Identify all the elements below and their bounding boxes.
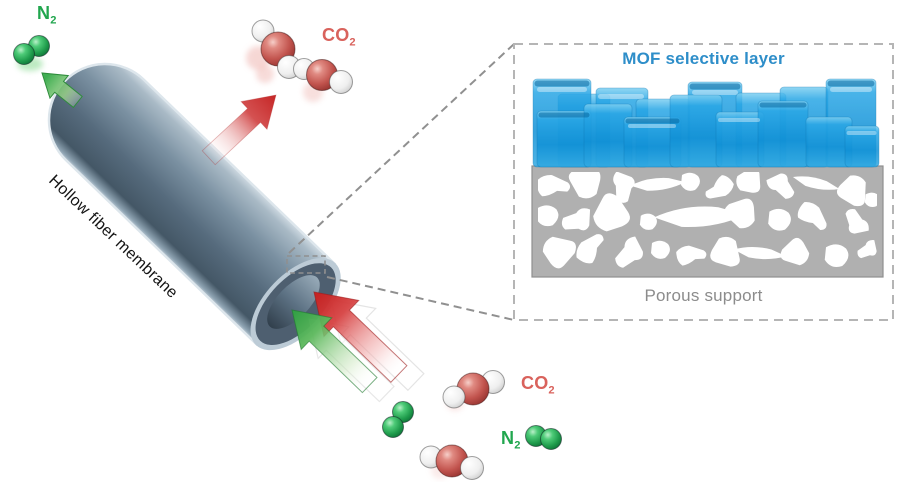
mof-layer-label: MOF selective layer — [622, 49, 785, 68]
n2-feed-arrow — [291, 309, 378, 394]
n2-top-sub: 2 — [50, 14, 57, 27]
co2-molecules-top — [251, 19, 353, 94]
n2-molecules-bottom — [382, 401, 562, 450]
mof-selective-layer — [532, 78, 880, 168]
co2-permeate-arrow — [201, 94, 277, 166]
n2-label-top: N2 — [37, 3, 57, 27]
hollow-fiber-membrane — [47, 62, 341, 351]
co2-molecules-bottom — [419, 370, 505, 480]
n2-top-base: N — [37, 3, 51, 23]
n2-bottom-sub: 2 — [514, 439, 521, 452]
co2-top-sub: 2 — [349, 36, 356, 49]
n2-label-bottom: N2 — [501, 428, 521, 452]
n2-out-arrow — [41, 72, 83, 109]
co2-top-base: CO — [322, 25, 350, 45]
n2-bottom-base: N — [501, 428, 515, 448]
co2-label-bottom: CO2 — [521, 373, 555, 397]
porous-support — [531, 165, 884, 278]
co2-bottom-sub: 2 — [548, 384, 555, 397]
co2-label-top: CO2 — [322, 25, 356, 49]
porous-support-label: Porous support — [644, 286, 763, 305]
inset-connector-line-bottom — [326, 276, 515, 321]
n2-molecule-top — [13, 35, 50, 65]
co2-bottom-base: CO — [521, 373, 549, 393]
zoom-region-marker — [286, 255, 326, 274]
inset-panel — [513, 43, 894, 321]
fiber-bore — [267, 275, 320, 329]
